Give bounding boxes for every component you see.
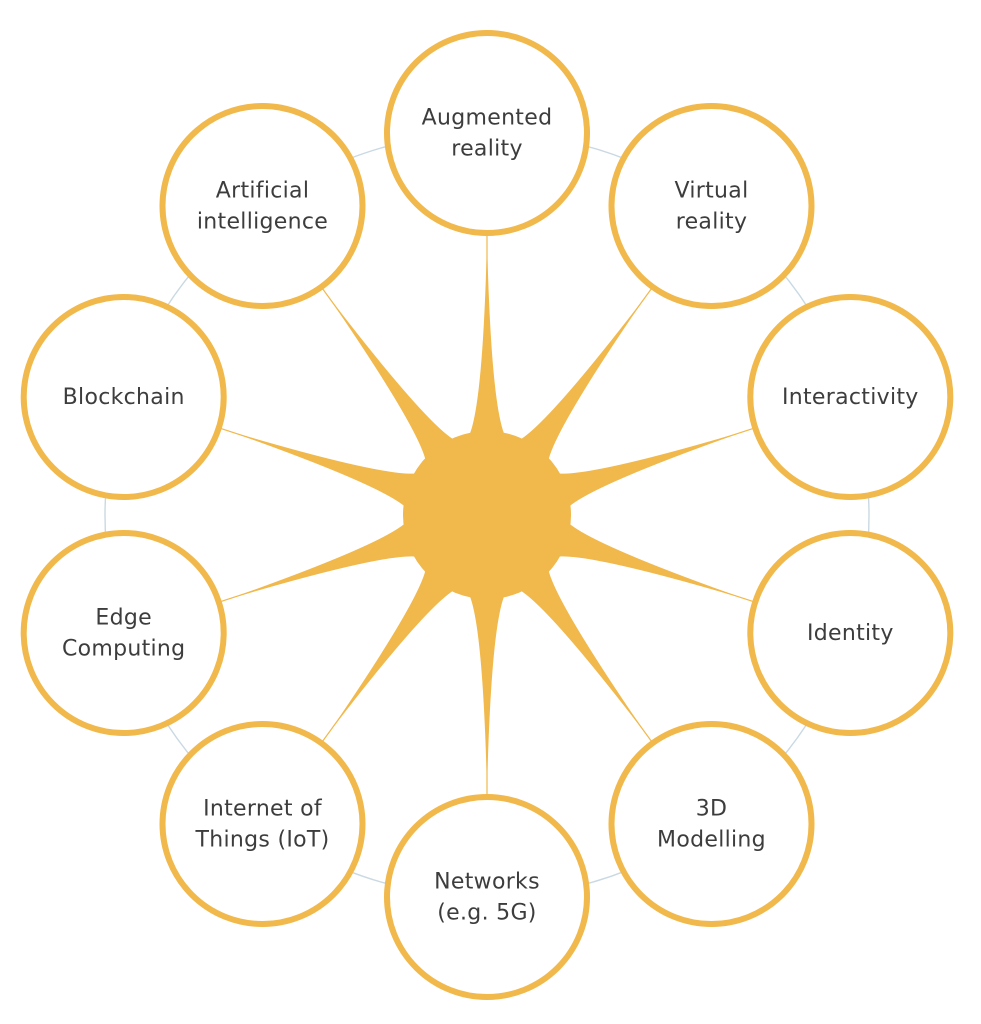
node-circle: [384, 794, 590, 1000]
node-label: reality: [451, 137, 523, 162]
node-circle: [747, 530, 954, 736]
node-label: Things (IoT): [194, 828, 329, 853]
star-core: [403, 431, 571, 599]
node-artificial-intelligence: Artificial intelligence: [159, 103, 366, 309]
node-blockchain: Blockchain: [20, 294, 227, 500]
node-circle: [608, 721, 815, 927]
node-circle: [20, 530, 227, 736]
node-label: Interactivity: [782, 385, 919, 410]
node-label: Networks: [434, 870, 540, 895]
node-circle: [608, 103, 815, 309]
node-circle: [159, 721, 366, 927]
node-circle: [384, 30, 590, 236]
node-label: (e.g. 5G): [437, 901, 536, 926]
node-internet-of-things: Internet of Things (IoT): [159, 721, 366, 927]
node-networks: Networks (e.g. 5G): [384, 794, 590, 1000]
node-label: Augmented: [422, 106, 553, 131]
node-label: Modelling: [657, 828, 766, 853]
node-circle: [159, 103, 366, 309]
node-label: Computing: [62, 637, 186, 662]
node-label: Identity: [807, 621, 894, 646]
node-augmented-reality: Augmented reality: [384, 30, 590, 236]
node-circle: [20, 294, 227, 500]
node-label: Artificial: [216, 179, 310, 204]
node-3d-modelling: 3D Modelling: [608, 721, 815, 927]
node-identity: Identity: [747, 530, 954, 736]
node-interactivity: Interactivity: [747, 294, 954, 500]
node-label: reality: [676, 210, 748, 235]
node-label: Internet of: [203, 797, 323, 822]
node-label: Virtual: [675, 179, 749, 204]
node-virtual-reality: Virtual reality: [608, 103, 815, 309]
node-label: 3D: [696, 797, 728, 822]
node-label: Edge: [95, 606, 152, 631]
topic-nodes: AugmentedrealityVirtualrealityInteractiv…: [20, 30, 954, 1000]
node-label: intelligence: [197, 210, 328, 235]
node-label: Blockchain: [63, 385, 185, 410]
node-circle: [747, 294, 954, 500]
